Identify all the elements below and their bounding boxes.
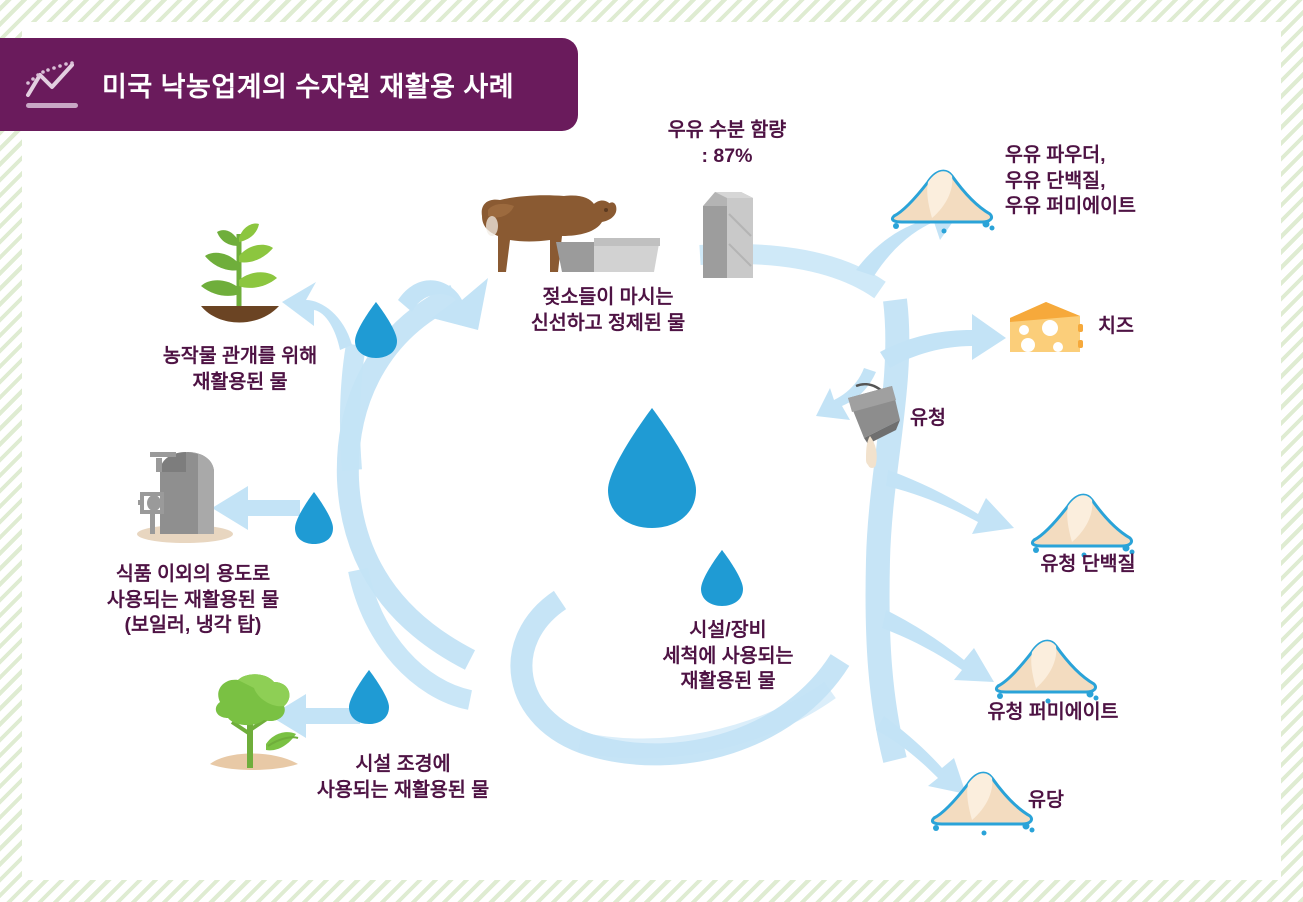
cow-icon (470, 186, 670, 291)
whey-protein-label: 유청 단백질 (1040, 553, 1136, 575)
whey-label: 유청 (910, 407, 946, 429)
powder-pile-icon (1028, 484, 1140, 563)
water-trough-icon (556, 236, 666, 283)
powder-pile-icon (888, 160, 1000, 239)
milk-powder-label: 우유 파우더, 우유 단백질, 우유 퍼미에이트 (1005, 144, 1136, 218)
water-droplet-icon (292, 490, 336, 551)
pouring-bucket-icon (834, 378, 914, 475)
cheese-icon (1006, 300, 1084, 367)
storage-tank-icon (130, 442, 240, 553)
page-title: 미국 낙농업계의 수자원 재활용 사례 (102, 72, 515, 102)
milk-water-content-label: 우유 수분 함량 : 87% (667, 119, 787, 167)
non-food-use-label: 식품 이외의 용도로 사용되는 재활용된 물 (보일러, 냉각 탑) (106, 563, 280, 637)
water-droplet-icon (600, 404, 704, 537)
whey-permeate-label: 유청 퍼미에이트 (987, 701, 1119, 723)
title-bar: 미국 낙농업계의 수자원 재활용 사례 (0, 38, 578, 131)
crop-irrigation-label: 농작물 관개를 위해 재활용된 물 (162, 345, 318, 393)
water-droplet-icon (346, 668, 392, 731)
cheese-label: 치즈 (1098, 315, 1134, 337)
powder-pile-icon (992, 630, 1104, 709)
lactose-label: 유당 (1028, 789, 1064, 811)
powder-pile-icon (928, 762, 1040, 841)
water-droplet-icon (698, 548, 746, 613)
facility-landscaping-label: 시설 조경에 사용되는 재활용된 물 (316, 753, 490, 801)
equipment-washing-label: 시설/장비 세척에 사용되는 재활용된 물 (662, 619, 794, 693)
milk-carton-icon (697, 186, 759, 287)
line-chart-icon (22, 59, 84, 111)
cow-drinking-water-label: 젖소들이 마시는 신선하고 정제된 물 (530, 286, 686, 334)
corn-plant-icon (185, 220, 295, 337)
